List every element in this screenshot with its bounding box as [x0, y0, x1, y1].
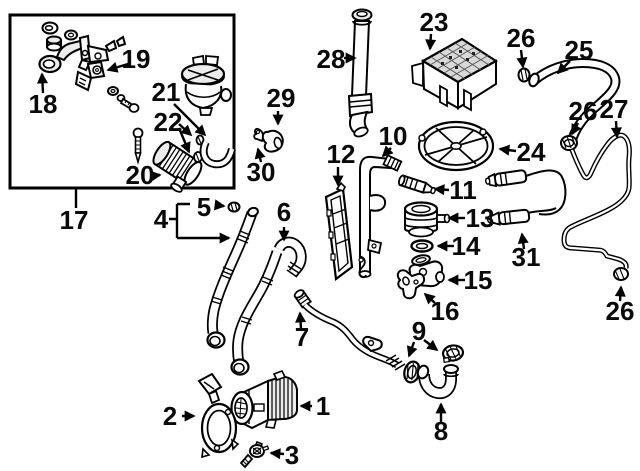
part-drawing-31-sensors [484, 169, 567, 226]
callout-19: 19 [122, 44, 151, 74]
part-drawing-7-pipe [293, 289, 406, 371]
leader-22b [177, 127, 191, 154]
part-drawing-8-hose [416, 364, 459, 400]
callout-29: 29 [267, 83, 296, 113]
leader-19 [106, 62, 129, 73]
leader-30 [254, 147, 266, 163]
part-drawing-24-disc [417, 120, 495, 172]
callout-8: 8 [434, 416, 448, 446]
callout-11: 11 [449, 175, 477, 205]
callout-23: 23 [420, 7, 449, 37]
leader-18 [36, 72, 49, 94]
callout-28: 28 [317, 44, 346, 74]
washer-bolt-trail [107, 86, 140, 113]
callout-15: 15 [464, 265, 493, 295]
callout-18: 18 [29, 89, 58, 119]
sensor-bolt [132, 127, 144, 165]
leader-9b [423, 339, 439, 352]
part-drawing-27-pipe [561, 132, 632, 281]
leader-7 [295, 311, 307, 330]
part-drawing-10-pipe [358, 154, 403, 279]
part-drawing-16-bracket [396, 269, 426, 300]
washer-stack [41, 21, 78, 52]
callout-30: 30 [247, 157, 276, 187]
leader-25 [556, 60, 571, 75]
callout-2: 2 [163, 401, 177, 431]
leader-16 [423, 292, 436, 305]
callout-26b: 26 [569, 96, 598, 126]
leader-26b [570, 122, 582, 136]
leader-11 [433, 184, 450, 196]
pump-in-kit [180, 54, 232, 116]
leader-26c [614, 285, 626, 302]
callout-17: 17 [60, 205, 89, 235]
part-drawing-2-bracket [197, 372, 240, 459]
callout-4: 4 [154, 204, 169, 234]
callout-31: 31 [512, 242, 541, 272]
callout-26a: 26 [507, 23, 536, 53]
callout-24: 24 [517, 137, 546, 167]
part-drawing-21-hose [199, 140, 236, 169]
leader-4-5-bracket [169, 199, 231, 244]
callout-27: 27 [600, 94, 629, 124]
part-drawing-6-hose [230, 236, 307, 376]
callout-14: 14 [452, 231, 481, 261]
part-drawing-12-shield [324, 181, 354, 282]
callout-20: 20 [126, 160, 155, 190]
leader-10 [381, 145, 394, 158]
callout-6: 6 [277, 197, 291, 227]
callout-22: 22 [154, 107, 183, 137]
callout-25: 25 [565, 35, 594, 65]
callout-1: 1 [316, 391, 330, 421]
leader-31 [517, 232, 529, 250]
part-drawing-26b-clamp [560, 135, 578, 151]
part-drawing-5-clamp [227, 201, 241, 213]
part-drawing-4-hose [206, 201, 259, 349]
inset-box-assembly-17 [8, 13, 236, 193]
part-drawing-28-tube [347, 8, 374, 138]
callout-3: 3 [285, 440, 299, 470]
callout-10: 10 [379, 121, 408, 151]
part-drawing-1-pump [230, 369, 298, 430]
part-drawing-23-housing [411, 37, 499, 112]
part-drawing-13-valve [403, 201, 451, 238]
leader-22a [178, 123, 193, 137]
callout-26c: 26 [606, 296, 635, 326]
leader-20 [150, 170, 162, 182]
part-drawing-18-bracket [38, 34, 110, 74]
leader-23 [425, 33, 437, 51]
part-drawing-29-30 [253, 127, 284, 153]
part-drawing-9-clamps [403, 344, 465, 384]
callout-7: 7 [295, 322, 309, 352]
part-drawing-14-gasket [410, 239, 434, 253]
leader-9a [406, 341, 418, 358]
part-drawing-11-fitting [397, 174, 436, 195]
part-drawing-20-filter [152, 140, 203, 193]
wedge-clips [104, 35, 127, 53]
callout-5: 5 [197, 192, 211, 222]
leader-21 [173, 103, 207, 137]
part-drawing-3-bolt [239, 440, 270, 469]
leader-24 [498, 144, 517, 156]
callout-12: 12 [327, 139, 356, 169]
callout-21: 21 [152, 77, 181, 107]
part-drawing-19-bracket [74, 60, 106, 92]
leader-26a [516, 49, 528, 69]
callout-9: 9 [412, 316, 426, 346]
callout-13: 13 [466, 203, 495, 233]
leader-3 [269, 448, 285, 460]
leader-27 [610, 120, 622, 139]
callout-16: 16 [431, 296, 460, 326]
part-drawing-26a-clamp [517, 67, 531, 83]
